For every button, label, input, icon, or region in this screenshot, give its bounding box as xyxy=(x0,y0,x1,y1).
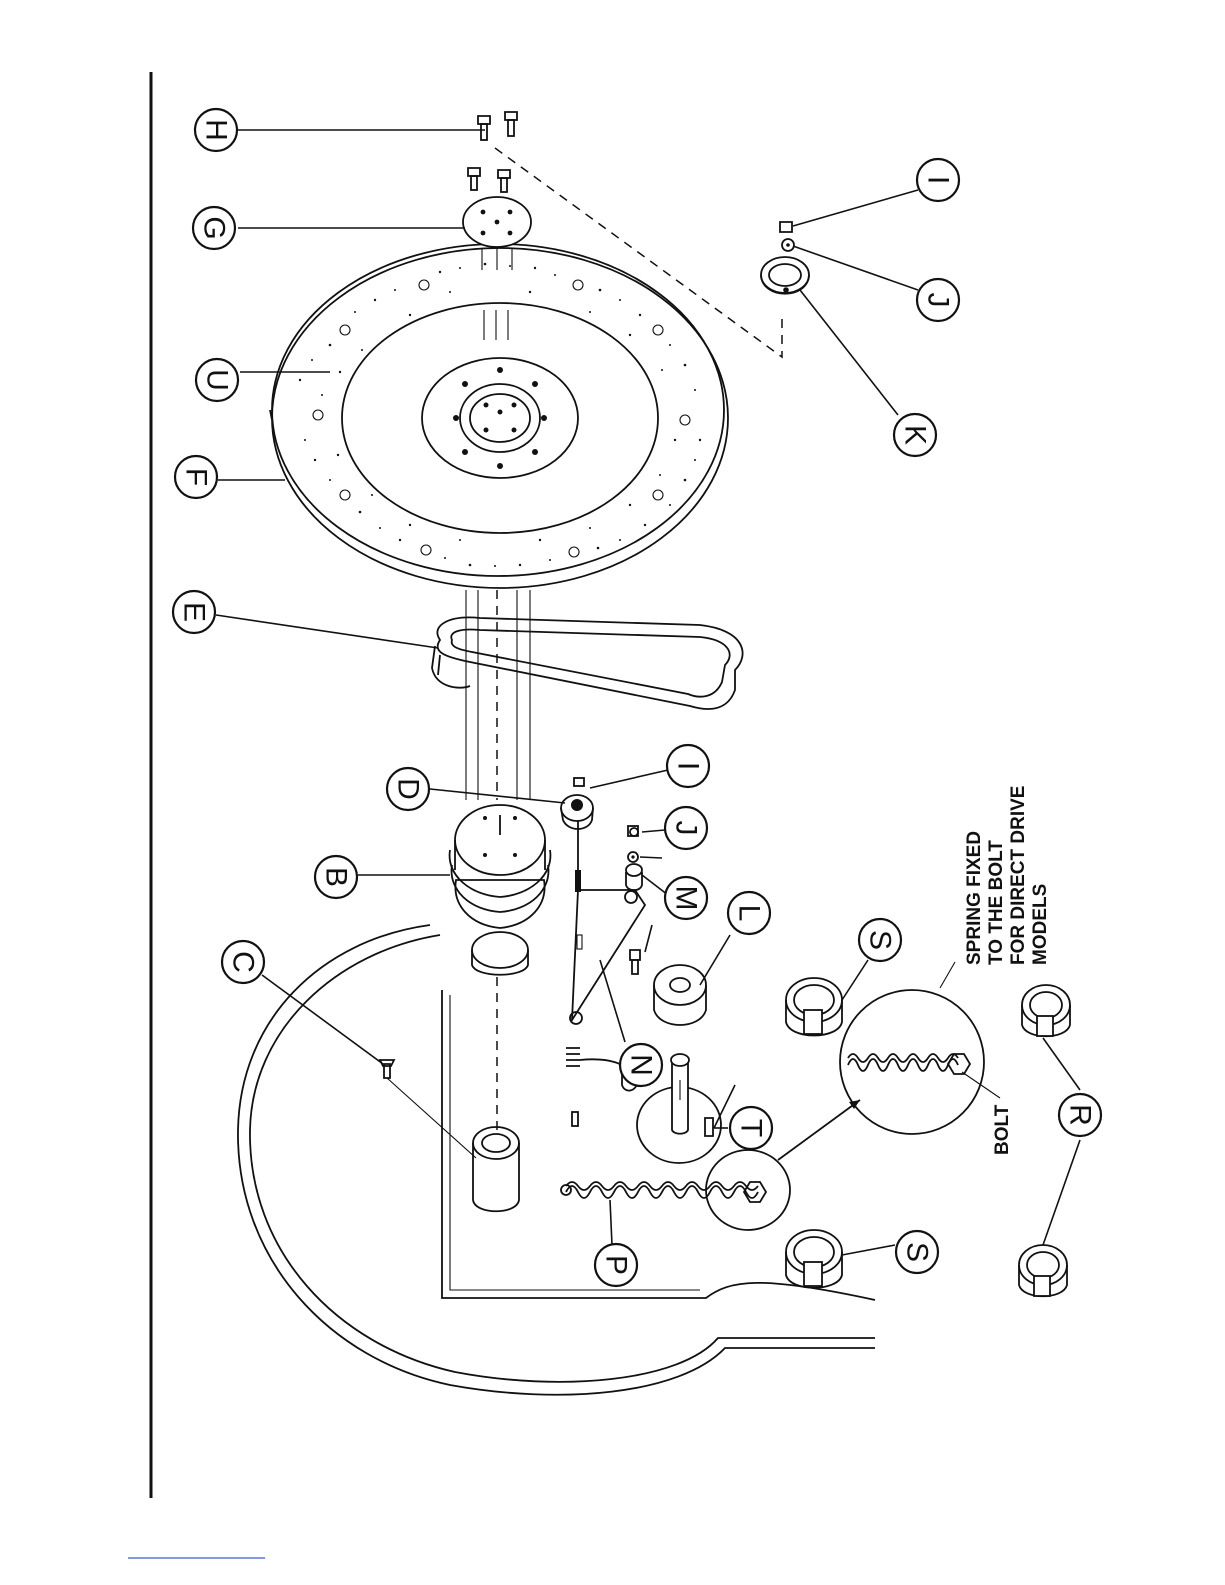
callout-d: D xyxy=(387,768,429,810)
callout-letter: J xyxy=(670,821,703,836)
callout-g: G xyxy=(193,207,235,249)
callout-u: U xyxy=(196,359,238,401)
part-n-lever xyxy=(570,820,645,1024)
callout-e: E xyxy=(173,591,215,633)
callout-letter: E xyxy=(178,602,211,622)
caster-s-lower xyxy=(786,1230,842,1288)
callout-letter: J xyxy=(922,293,955,308)
callout-b: B xyxy=(315,856,357,898)
callout-letter: S xyxy=(901,1242,934,1262)
callout-r: R xyxy=(1059,1094,1101,1136)
caster-r-upper xyxy=(1022,985,1070,1036)
callout-j-upper: J xyxy=(917,279,959,321)
callout-n: N xyxy=(620,1044,662,1086)
part-d-bearing xyxy=(561,795,593,829)
callout-letter: P xyxy=(600,1255,633,1275)
spring-note-line-1: SPRING FIXED xyxy=(964,831,985,965)
caster-s-upper xyxy=(786,978,842,1036)
part-f-disc xyxy=(270,244,728,588)
callout-letter: L xyxy=(733,905,766,922)
callout-letter: K xyxy=(899,425,932,445)
callout-j-lower: J xyxy=(665,807,707,849)
callout-letter: R xyxy=(1064,1104,1097,1126)
spring-note-line-2: TO THE BOLT xyxy=(986,840,1007,965)
callout-letter: H xyxy=(200,119,233,141)
part-e-belt xyxy=(432,617,743,709)
part-k-cup xyxy=(761,222,809,294)
bolt-label: BOLT xyxy=(992,1104,1013,1155)
callout-letter: B xyxy=(320,867,353,887)
callout-i-lower: I xyxy=(667,745,709,787)
part-b-pulley xyxy=(450,805,551,975)
bolts-h xyxy=(468,112,517,192)
callout-m: M xyxy=(665,877,707,919)
spring-note-line-4: MODELS xyxy=(1030,884,1051,965)
callout-letter: N xyxy=(625,1054,658,1076)
part-l-wheel xyxy=(654,965,706,1025)
callout-c: C xyxy=(222,941,264,983)
callout-f: F xyxy=(175,456,217,498)
callout-t: T xyxy=(730,1107,772,1149)
callout-l: L xyxy=(728,892,770,934)
callout-s-lower: S xyxy=(896,1231,938,1273)
callout-letter: C xyxy=(227,951,260,973)
callout-letter: M xyxy=(670,886,703,911)
spring-note-line-3: FOR DIRECT DRIVE xyxy=(1008,786,1029,965)
callout-letter: I xyxy=(672,762,705,770)
callout-k: K xyxy=(894,414,936,456)
shaft-lines xyxy=(466,590,530,800)
callout-letter: S xyxy=(864,930,897,950)
callout-letter: G xyxy=(198,216,231,239)
callout-letter: T xyxy=(735,1119,768,1137)
callout-h: H xyxy=(195,109,237,151)
caster-r-lower xyxy=(1019,1245,1067,1296)
callout-i-upper: I xyxy=(917,159,959,201)
callout-letter: F xyxy=(180,468,213,486)
callout-letter: I xyxy=(922,176,955,184)
callout-s-upper: S xyxy=(859,919,901,961)
callout-letter: D xyxy=(392,778,425,800)
callout-p: P xyxy=(595,1244,637,1286)
spring-note: SPRING FIXED TO THE BOLT FOR DIRECT DRIV… xyxy=(964,786,1051,965)
callout-letter: U xyxy=(201,369,234,391)
